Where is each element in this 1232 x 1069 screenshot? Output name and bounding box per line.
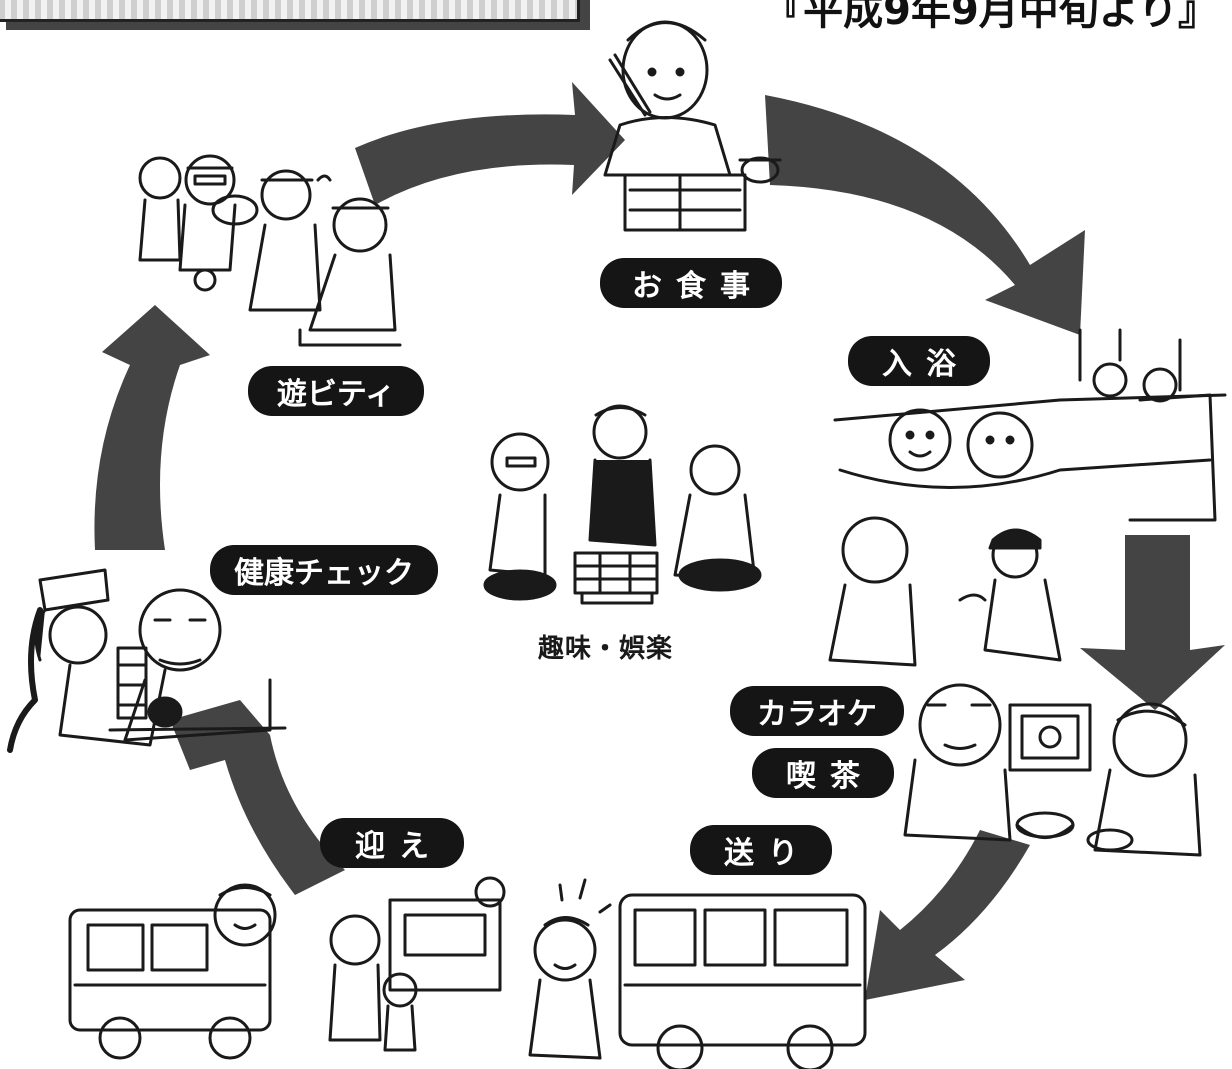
arrow-activity-to-meal — [355, 82, 625, 205]
bath-illustration — [828, 328, 1227, 667]
meal-illustration — [603, 20, 782, 232]
hobby-illustration — [483, 404, 762, 605]
label-bath: 入浴 — [848, 336, 990, 386]
health-check-illustration — [7, 568, 287, 753]
label-cafe: 喫茶 — [752, 748, 894, 798]
pickup-illustration — [68, 876, 506, 1060]
label-health-check: 健康チェック — [210, 545, 438, 595]
arrow-health-to-activity — [94, 305, 210, 550]
label-meal: お食事 — [600, 258, 782, 308]
label-send-off: 送り — [690, 825, 832, 875]
label-pickup: 迎え — [320, 818, 464, 868]
karaoke-cafe-illustration — [903, 683, 1202, 857]
label-hobby: 趣味・娯楽 — [538, 634, 674, 664]
arrow-karaoke-to-sendoff — [865, 830, 1030, 1000]
arrow-bath-to-karaoke — [1080, 535, 1225, 710]
page-title: 『平成9年9月中旬より』 — [763, 0, 1218, 34]
header-pattern-box — [0, 0, 580, 22]
label-activity: 遊ビティ — [248, 366, 424, 416]
arrow-pickup-to-health — [170, 700, 345, 895]
send-off-illustration — [528, 878, 867, 1069]
label-karaoke: カラオケ — [730, 686, 904, 736]
activity-illustration — [138, 154, 402, 347]
arrow-meal-to-bath — [765, 95, 1085, 335]
